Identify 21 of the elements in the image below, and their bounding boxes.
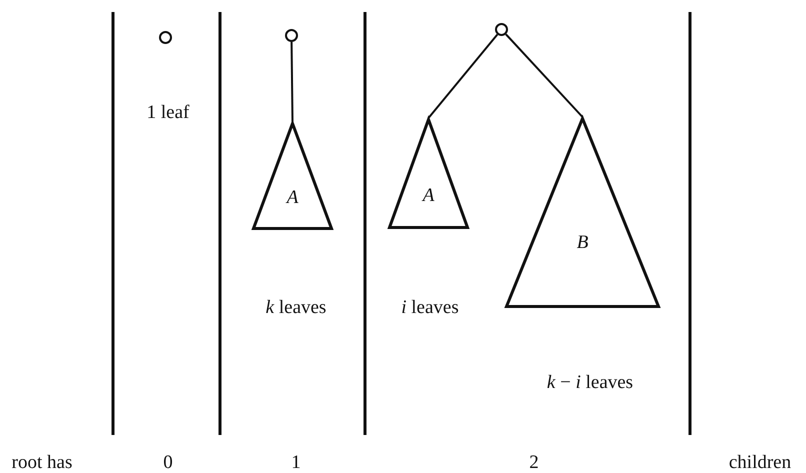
leaf-count-label: 1 leaf (146, 102, 190, 124)
subtree-triangle (388, 118, 469, 229)
axis-caption: children (728, 452, 792, 473)
child-count-label: 2 (529, 452, 539, 473)
leaf-count-label: k − i leaves (546, 372, 634, 394)
child-count-label: 1 (291, 452, 301, 473)
tree-edge (428, 34, 498, 119)
subtree-name: A (422, 186, 434, 206)
child-count-label: 0 (163, 452, 173, 473)
leaf-count-label: k leaves (266, 297, 326, 319)
subtree-name: A (286, 188, 298, 208)
tree-edge (505, 34, 584, 118)
axis-caption: root has (12, 452, 72, 473)
tree-edge (290, 42, 294, 122)
leaf-count-label: i leaves (401, 297, 459, 319)
subtree-triangle (252, 122, 333, 230)
subtree-triangle (505, 117, 660, 308)
root-node (495, 23, 508, 36)
root-node (159, 31, 172, 44)
root-node (285, 29, 298, 42)
subtree-name: B (576, 233, 588, 253)
